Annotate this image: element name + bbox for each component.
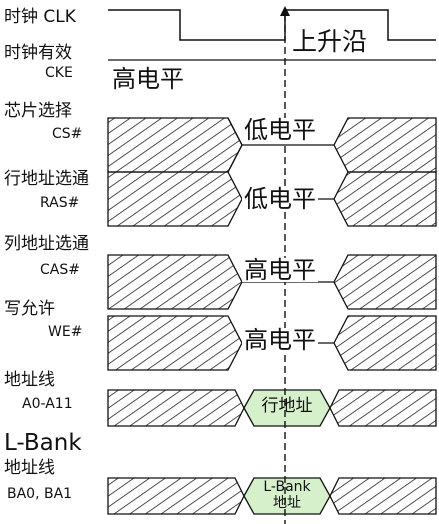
cas-sublabel: CAS# <box>40 262 80 278</box>
cas-value: 高电平 <box>242 256 318 284</box>
we-label: 写允许 <box>4 299 55 319</box>
bank-waveform <box>107 477 437 515</box>
cke-label: 时钟有效 <box>4 43 72 63</box>
bank-label-line2: 地址线 <box>4 458 55 478</box>
we-waveform <box>107 315 437 371</box>
cke-value: 高电平 <box>112 65 184 93</box>
clk-label: 时钟 CLK <box>4 7 76 27</box>
addr-sublabel: A0-A11 <box>22 396 73 412</box>
bank-sublabel: BA0, BA1 <box>7 486 73 502</box>
cs-label: 芯片选择 <box>4 101 72 121</box>
cas-waveform <box>107 254 437 310</box>
cas-label: 列地址选通 <box>4 234 89 254</box>
we-value: 高电平 <box>242 326 318 354</box>
bank-label: L-Bank <box>4 430 82 456</box>
rising-edge-arrow <box>280 6 290 16</box>
cke-sublabel: CKE <box>45 65 73 81</box>
we-sublabel: WE# <box>48 324 83 340</box>
cs-value: 低电平 <box>242 116 318 144</box>
addr-value: 行地址 <box>261 396 313 416</box>
rising-edge-label: 上升沿 <box>292 27 368 56</box>
bank-value: L-Bank 地址 <box>263 479 311 511</box>
cs-waveform <box>107 117 437 173</box>
cs-sublabel: CS# <box>52 126 83 142</box>
ras-label: 行地址选通 <box>4 169 89 189</box>
ras-waveform <box>107 171 437 227</box>
addr-waveform <box>107 389 437 427</box>
ras-sublabel: RAS# <box>40 195 80 211</box>
addr-label: 地址线 <box>4 370 55 390</box>
clk-waveform <box>108 9 436 41</box>
ras-value: 低电平 <box>242 185 318 213</box>
